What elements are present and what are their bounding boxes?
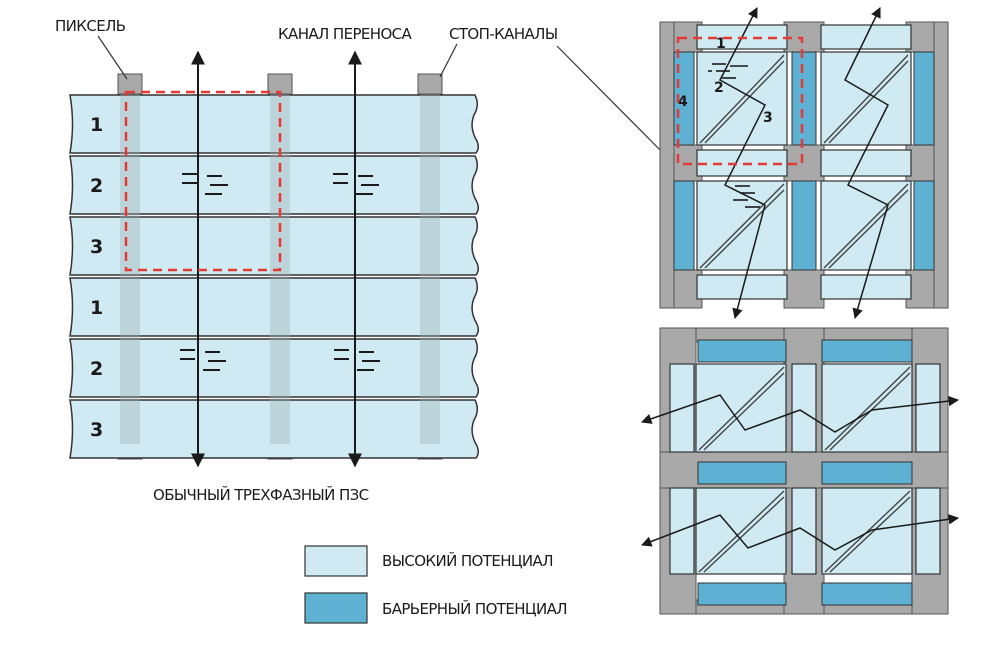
leader-lines xyxy=(97,35,458,80)
row-number: 3 xyxy=(90,236,103,258)
stop-channels-label: СТОП-КАНАЛЫ xyxy=(449,25,558,43)
legend-swatch-barrier xyxy=(304,592,368,624)
pixel-phase-number: 3 xyxy=(763,110,773,126)
pixel-outline-right xyxy=(676,36,804,166)
charge-packets xyxy=(180,173,380,371)
pixel-grid-vertical: 1 2 3 4 xyxy=(659,7,949,320)
gate-rows xyxy=(69,94,480,459)
pixel-grid-horizontal xyxy=(641,327,960,615)
transfer-channel-label: КАНАЛ ПЕРЕНОСА xyxy=(278,25,413,43)
legend-label-barrier: БАРЬЕРНЫЙ ПОТЕНЦИАЛ xyxy=(382,599,567,618)
three-phase-ccd: 1 2 3 1 2 3 xyxy=(55,17,558,504)
pixel-phase-number: 4 xyxy=(678,94,688,110)
row-number: 2 xyxy=(90,175,103,197)
pixel-label: ПИКСЕЛЬ xyxy=(55,17,126,35)
row-number: 1 xyxy=(90,114,103,136)
transfer-arrows xyxy=(191,50,362,468)
pixel-phase-number: 2 xyxy=(714,80,724,96)
ccd-caption: ОБЫЧНЫЙ ТРЕХФАЗНЫЙ ПЗС xyxy=(153,485,369,504)
legend: ВЫСОКИЙ ПОТЕНЦИАЛ БАРЬЕРНЫЙ ПОТЕНЦИАЛ xyxy=(304,545,568,624)
pixel-outline xyxy=(124,90,282,272)
row-number: 3 xyxy=(90,419,103,441)
legend-label-high: ВЫСОКИЙ ПОТЕНЦИАЛ xyxy=(382,551,553,570)
stop-channels-leader xyxy=(556,45,669,159)
pixel-phase-number: 1 xyxy=(716,36,726,52)
row-number: 1 xyxy=(90,297,103,319)
legend-swatch-high xyxy=(304,545,368,577)
row-number: 2 xyxy=(90,358,103,380)
